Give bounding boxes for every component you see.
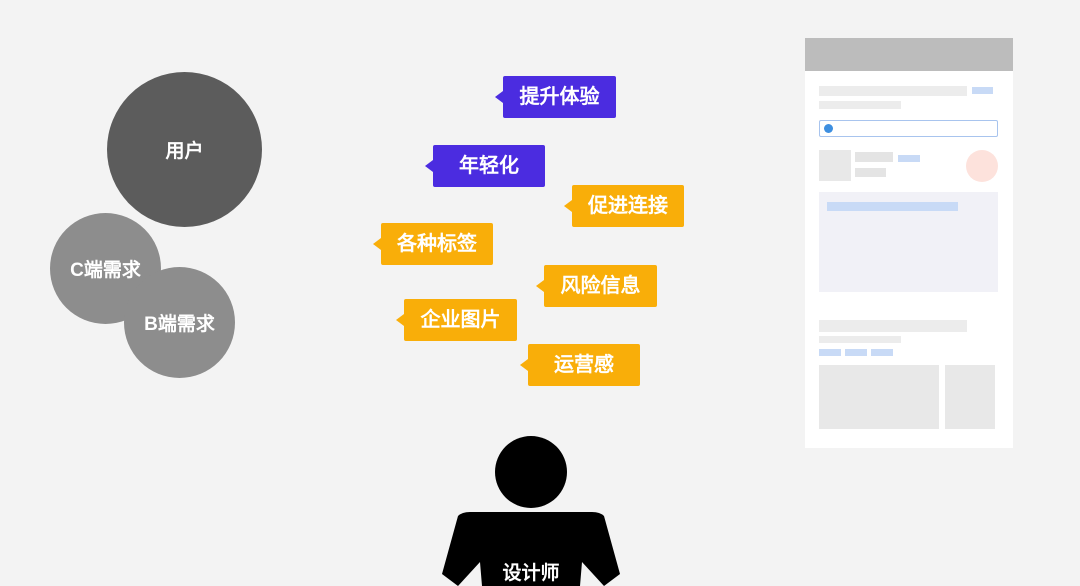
wireframe-link <box>845 349 867 356</box>
wireframe-avatar <box>819 150 851 181</box>
b-needs-circle: B端需求 <box>124 267 235 378</box>
tag-company-images: 企业图片 <box>396 299 517 341</box>
tag-label: 促进连接 <box>588 195 668 217</box>
c-needs-label: C端需求 <box>70 260 141 281</box>
user-circle: 用户 <box>107 72 262 227</box>
designer-head <box>495 436 567 508</box>
wireframe-badge <box>966 150 998 182</box>
tag-label: 风险信息 <box>560 275 641 297</box>
wireframe-line <box>819 86 967 96</box>
wireframe-link <box>898 155 920 162</box>
tag-risk-info: 风险信息 <box>536 265 657 307</box>
phone-status-bar <box>805 38 1013 71</box>
tag-label: 企业图片 <box>420 309 501 331</box>
wireframe-line <box>819 320 967 332</box>
phone-mockup <box>805 38 1013 448</box>
user-circle-label: 用户 <box>165 141 204 162</box>
designer-body <box>442 512 620 586</box>
tag-operations-feel: 运营感 <box>520 344 640 386</box>
wireframe-line <box>819 336 901 343</box>
wireframe-image <box>945 365 995 429</box>
tag-improve-experience: 提升体验 <box>495 76 616 118</box>
tag-younger: 年轻化 <box>425 145 545 187</box>
wireframe-link <box>972 87 993 94</box>
tag-label: 各种标签 <box>397 233 477 255</box>
wireframe-image <box>819 365 939 429</box>
search-dot-icon <box>824 124 833 133</box>
c-needs-circle: C端需求 <box>50 213 161 324</box>
tag-label: 年轻化 <box>459 155 519 177</box>
wireframe-search-bar <box>819 120 998 137</box>
wireframe-line <box>819 101 901 109</box>
wireframe-line <box>855 168 886 177</box>
tag-label: 提升体验 <box>519 86 600 108</box>
wireframe-link <box>871 349 893 356</box>
wireframe-link <box>819 349 841 356</box>
tag-label: 运营感 <box>554 354 614 376</box>
wireframe-line <box>855 152 893 162</box>
wireframe-link <box>827 202 958 211</box>
b-needs-label: B端需求 <box>144 314 215 335</box>
tag-promote-connection: 促进连接 <box>564 185 684 227</box>
designer-label: 设计师 <box>502 563 560 584</box>
tag-various-labels: 各种标签 <box>373 223 493 265</box>
